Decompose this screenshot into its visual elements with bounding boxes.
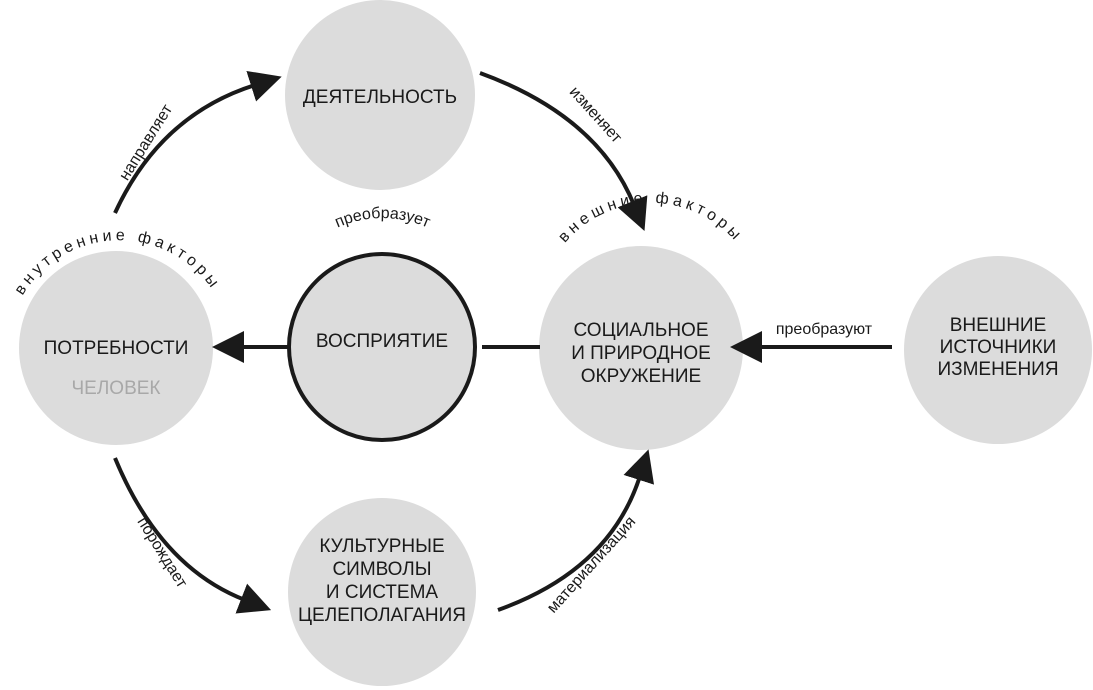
label-materialization: материализация	[544, 513, 639, 616]
arc-external-factors: внешние факторы	[555, 190, 746, 246]
needs-sublabel: ЧЕЛОВЕК	[72, 378, 161, 399]
culture-line-4: ЦЕЛЕПОЛАГАНИЯ	[298, 605, 466, 626]
environment-line-3: ОКРУЖЕНИЕ	[581, 366, 701, 387]
culture-circle	[288, 498, 476, 686]
label-changes: изменяет	[566, 84, 625, 147]
label-generates: порождает	[133, 514, 190, 591]
node-environment: СОЦИАЛЬНОЕ И ПРИРОДНОЕ ОКРУЖЕНИЕ	[539, 246, 743, 450]
node-perception: ВОСПРИЯТИЕ	[287, 252, 477, 442]
label-perception-transforms-path: преобразует	[333, 205, 434, 232]
needs-label: ПОТРЕБНОСТИ	[44, 338, 189, 359]
label-transform-plural: преобразуют	[776, 321, 873, 338]
sources-line-2: ИСТОЧНИКИ	[940, 337, 1057, 358]
culture-line-2: СИМВОЛЫ	[332, 559, 431, 580]
node-culture: КУЛЬТУРНЫЕ СИМВОЛЫ И СИСТЕМА ЦЕЛЕПОЛАГАН…	[288, 498, 476, 686]
edge-activity-to-environment	[479, 71, 648, 231]
node-activity: ДЕЯТЕЛЬНОСТЬ	[285, 0, 475, 190]
edge-culture-to-environment	[497, 449, 655, 612]
node-sources: ВНЕШНИЕ ИСТОЧНИКИ ИЗМЕНЕНИЯ	[904, 256, 1092, 444]
edge-needs-to-culture	[113, 457, 272, 614]
sources-circle	[904, 256, 1092, 444]
sources-line-3: ИЗМЕНЕНИЯ	[937, 359, 1058, 380]
needs-circle	[19, 251, 213, 445]
activity-label: ДЕЯТЕЛЬНОСТЬ	[303, 87, 457, 108]
culture-line-1: КУЛЬТУРНЫЕ	[319, 536, 444, 557]
activity-circle	[285, 0, 475, 190]
edge-needs-to-activity	[113, 70, 282, 214]
culture-line-3: И СИСТЕМА	[326, 582, 439, 603]
environment-circle	[539, 246, 743, 450]
sources-line-1: ВНЕШНИЕ	[950, 315, 1047, 336]
environment-line-2: И ПРИРОДНОЕ	[571, 343, 711, 364]
perception-label: ВОСПРИЯТИЕ	[316, 331, 448, 352]
label-directs: направляет	[116, 101, 176, 184]
environment-line-1: СОЦИАЛЬНОЕ	[574, 320, 709, 341]
node-needs: ПОТРЕБНОСТИ ЧЕЛОВЕК	[19, 251, 213, 445]
label-perception-transforms: преобразует	[333, 205, 434, 232]
arc-external-factors-path: внешние факторы	[555, 190, 742, 246]
